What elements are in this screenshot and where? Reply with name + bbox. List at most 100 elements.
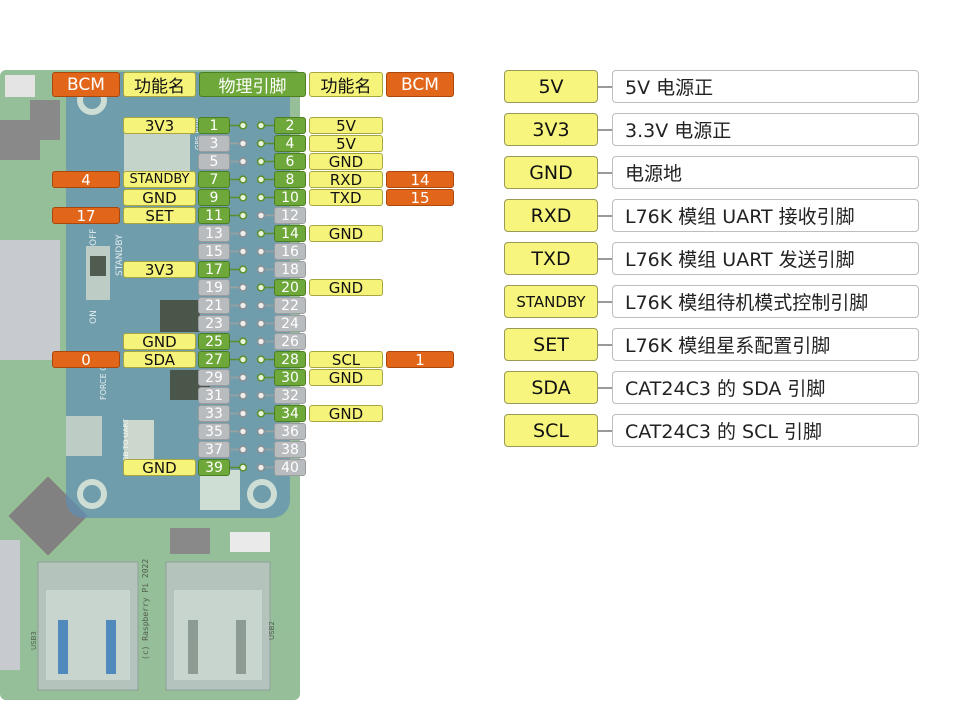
pin-number-17: 17 [198,261,230,278]
pin-bcm-11: 17 [52,207,120,225]
pin-dot-2 [256,121,266,130]
legend-desc-txd: L76K 模组 UART 发送引脚 [612,242,919,275]
silk-standby: STANDBY [115,234,125,276]
pin-dot-16 [256,247,266,256]
pin-dot-40 [256,463,266,472]
pin-func-8: RXD [309,171,383,189]
pin-func-2: 5V [309,117,383,135]
pin-number-38: 38 [274,441,306,458]
legend-desc-gnd: 电源地 [612,156,919,189]
pin-dot-19 [238,283,248,292]
pin-number-28: 28 [274,351,306,368]
legend-key-gnd: GND [504,156,598,189]
pin-number-8: 8 [274,171,306,188]
header-pin: 物理引脚 [199,72,306,97]
legend-desc-set: L76K 模组星系配置引脚 [612,328,919,361]
pin-dot-8 [256,175,266,184]
legend-connector [598,172,612,174]
pin-dot-21 [238,301,248,310]
silk-usb2: USB2 [268,621,276,640]
pin-dot-34 [256,409,266,418]
pin-dot-24 [256,319,266,328]
header-bcm-left: BCM [52,72,120,97]
legend-desc-sda: CAT24C3 的 SDA 引脚 [612,371,919,404]
pin-bcm-27: 0 [52,351,120,369]
pin-number-7: 7 [198,171,230,188]
legend-connector [598,86,612,88]
pin-func-4: 5V [309,135,383,153]
silk-off: OFF [89,229,99,246]
legend-desc-standby: L76K 模组待机模式控制引脚 [612,285,919,318]
pin-dot-7 [238,175,248,184]
legend-key-set: SET [504,328,598,361]
pin-func-20: GND [309,279,383,297]
pin-dot-26 [256,337,266,346]
legend-key-rxd: RXD [504,199,598,232]
pin-dot-3 [238,139,248,148]
pin-dot-31 [238,391,248,400]
pin-connectors [230,121,274,472]
header-bcm-right: BCM [386,72,454,97]
legend-connector [598,215,612,217]
pin-dot-33 [238,409,248,418]
pin-func-10: TXD [309,189,383,207]
pin-number-14: 14 [274,225,306,242]
pin-dot-15 [238,247,248,256]
silk-force-on: FORCE ON [99,358,108,400]
pin-dot-39 [238,463,248,472]
pin-bcm-7: 4 [52,171,120,189]
pin-dot-22 [256,301,266,310]
pin-dot-28 [256,355,266,364]
pin-number-36: 36 [274,423,306,440]
silk-usb-uart: USB TO UART [122,418,130,466]
pin-func-6: GND [309,153,383,171]
pin-dot-13 [238,229,248,238]
pin-func-28: SCL [309,351,383,369]
pin-number-3: 3 [198,135,230,152]
pin-dot-12 [256,211,266,220]
pin-number-21: 21 [198,297,230,314]
pin-number-26: 26 [274,333,306,350]
legend-connector [598,387,612,389]
pin-number-6: 6 [274,153,306,170]
pin-dot-11 [238,211,248,220]
pin-dot-4 [256,139,266,148]
pin-number-10: 10 [274,189,306,206]
pin-number-11: 11 [198,207,230,224]
pin-number-15: 15 [198,243,230,260]
usb-port-right [165,561,271,691]
pin-dot-9 [238,193,248,202]
pin-number-32: 32 [274,387,306,404]
pin-func-14: GND [309,225,383,243]
pin-number-27: 27 [198,351,230,368]
legend-key-5v: 5V [504,70,598,103]
pin-dot-30 [256,373,266,382]
pin-dot-37 [238,445,248,454]
header-func-left: 功能名 [123,72,196,97]
pin-number-34: 34 [274,405,306,422]
pin-number-20: 20 [274,279,306,296]
silk-on: ON [89,310,99,324]
pin-number-2: 2 [274,117,306,134]
pin-dot-36 [256,427,266,436]
pin-func-34: GND [309,405,383,423]
pin-number-12: 12 [274,207,306,224]
pin-dot-27 [238,355,248,364]
pin-func-1: 3V3 [123,117,196,135]
legend-key-txd: TXD [504,242,598,275]
pin-number-23: 23 [198,315,230,332]
usb-port-left [37,561,139,691]
pin-number-37: 37 [198,441,230,458]
pin-number-9: 9 [198,189,230,206]
pin-dot-10 [256,193,266,202]
pin-dot-1 [238,121,248,130]
pin-number-35: 35 [198,423,230,440]
legend-desc-5v: 5V 电源正 [612,70,919,103]
pin-number-13: 13 [198,225,230,242]
pin-number-30: 30 [274,369,306,386]
pin-dot-23 [238,319,248,328]
pin-dot-6 [256,157,266,166]
gps-hat-board [66,72,290,518]
pin-number-31: 31 [198,387,230,404]
